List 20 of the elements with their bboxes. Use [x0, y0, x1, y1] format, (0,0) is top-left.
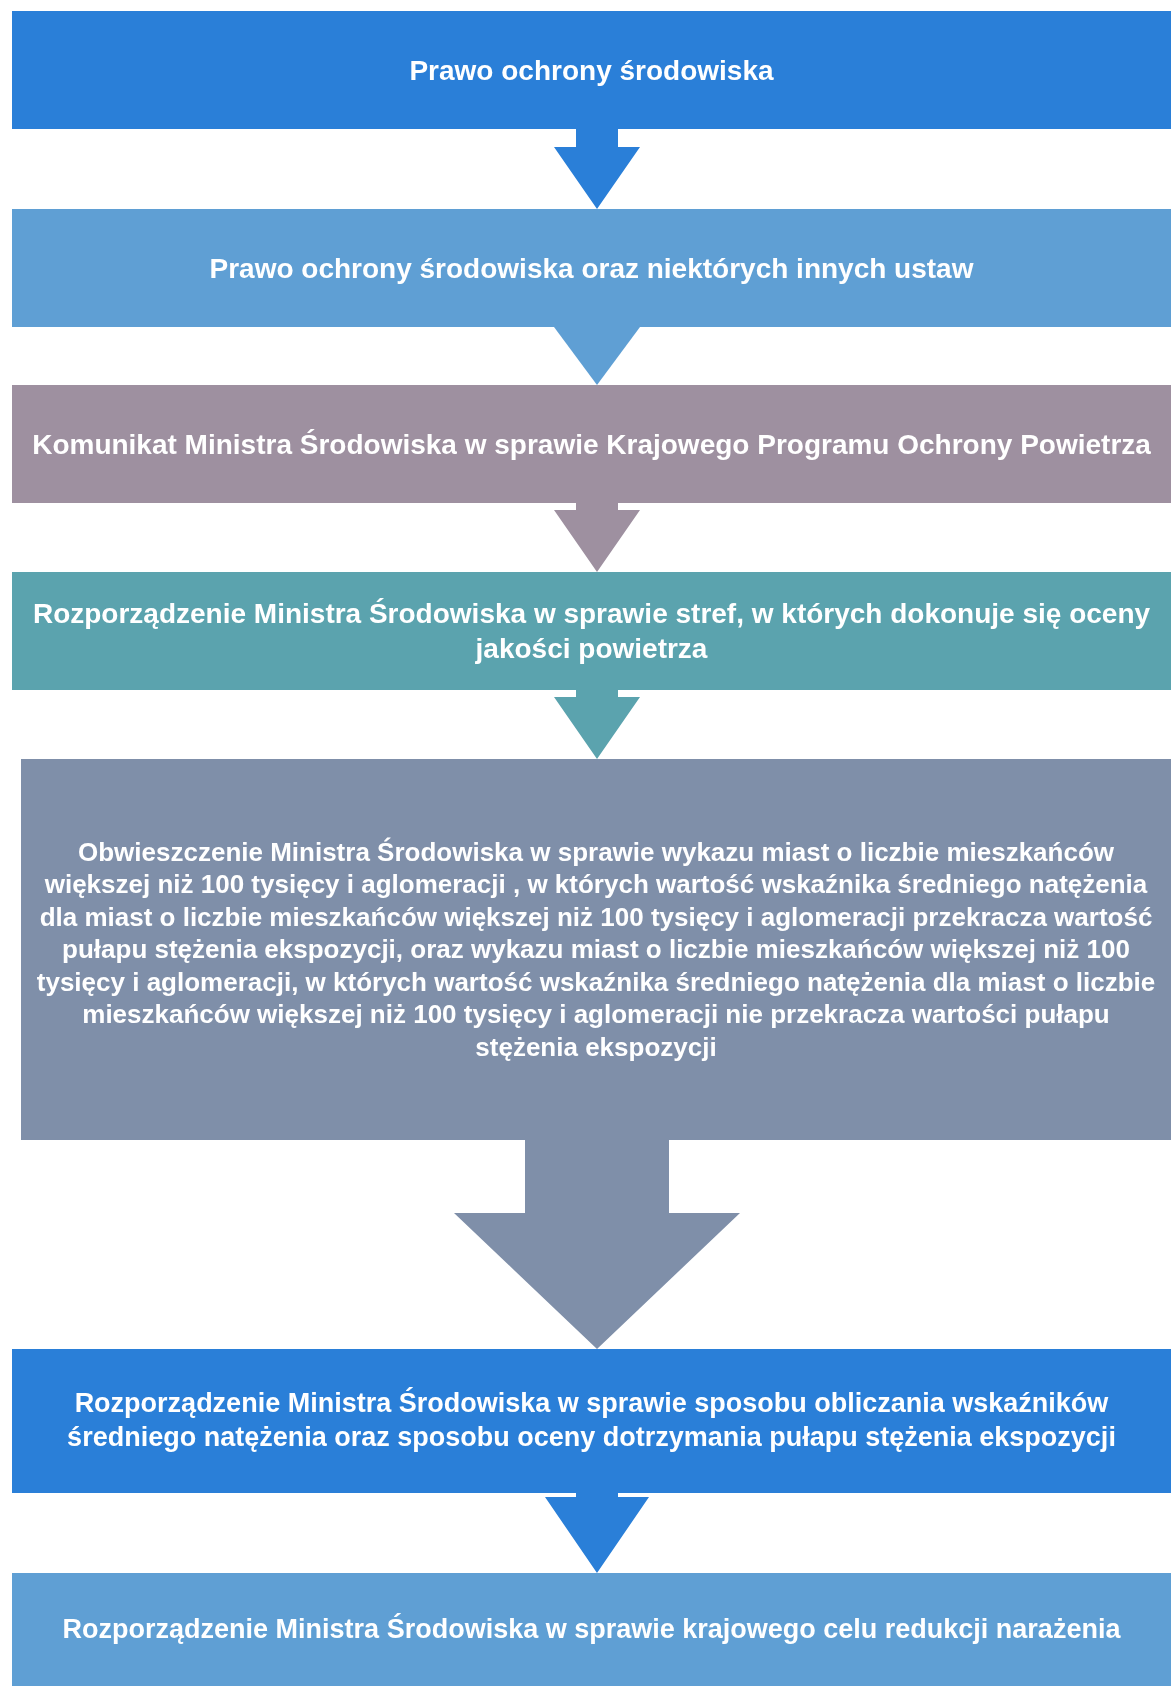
- box-text: Rozporządzenie Ministra Środowiska w sprawie stref, w których dokonuje się oceny jakości powietrza: [31, 597, 1152, 666]
- document-box: [12, 1349, 1171, 1493]
- block-arrow: [545, 1493, 649, 1573]
- block-arrow: [554, 327, 640, 385]
- document-box: [12, 385, 1171, 503]
- box-text: Rozporządzenie Ministra Środowiska w sprawie sposobu obliczania wskaźników średniego natężenia oraz sposobu oceny dotrzymania pułapu stężenia ekspozycji: [66, 1387, 1117, 1454]
- box-text: Prawo ochrony środowiska oraz niektórych innych ustaw: [209, 251, 974, 286]
- document-box: [12, 1573, 1171, 1686]
- block-arrow: [454, 1140, 740, 1349]
- box-text: Rozporządzenie Ministra Środowiska w sprawie krajowego celu redukcji narażenia: [62, 1612, 1121, 1646]
- box-text: Prawo ochrony środowiska: [409, 53, 774, 88]
- document-box: [21, 759, 1171, 1140]
- block-arrow: [554, 690, 640, 759]
- block-arrow: [554, 129, 640, 209]
- block-arrow: [554, 503, 640, 572]
- box-text: Obwieszczenie Ministra Środowiska w sprawie wykazu miast o liczbie mieszkańców większej niż 100 tysięcy i aglomeracji , w których wartość wskaźnika średniego natężenia dla miast o liczbie mieszkańców większej niż 100 tysięcy i aglomeracji przekracza wartość pułapu stężenia ekspozycji, oraz wykazu miast o liczbie mieszkańców większej niż 100 tysięcy i aglomeracji, w których wartość wskaźnika średniego natężenia dla miast o liczbie mieszkańców większej niż 100 tysięcy i aglomeracji nie przekracza wartości pułapu stężenia ekspozycji: [35, 835, 1157, 1064]
- box-text: Komunikat Ministra Środowiska w sprawie Krajowego Programu Ochrony Powietrza: [32, 427, 1151, 462]
- document-box: [12, 572, 1171, 690]
- document-box: [12, 11, 1171, 129]
- document-box: [12, 209, 1171, 327]
